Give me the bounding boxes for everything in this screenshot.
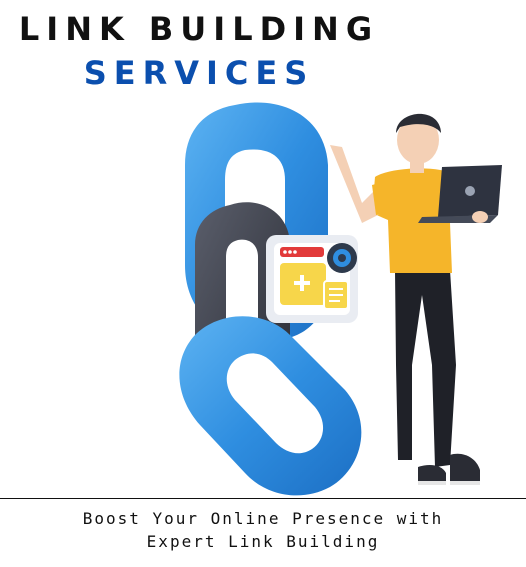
gear-icon	[327, 243, 357, 273]
tagline: Boost Your Online Presence with Expert L…	[0, 507, 526, 553]
tagline-line-2: Expert Link Building	[146, 532, 380, 551]
heading-line-2: SERVICES	[83, 54, 315, 92]
divider-line	[0, 498, 526, 499]
tagline-line-1: Boost Your Online Presence with	[82, 509, 444, 528]
heading-line-1: LINK BUILDING	[18, 10, 380, 48]
link-chain-illustration	[179, 102, 502, 496]
blue-chain-link-bottom	[179, 316, 362, 496]
person-with-laptop	[330, 113, 502, 485]
webpage-card-icon	[266, 235, 358, 323]
